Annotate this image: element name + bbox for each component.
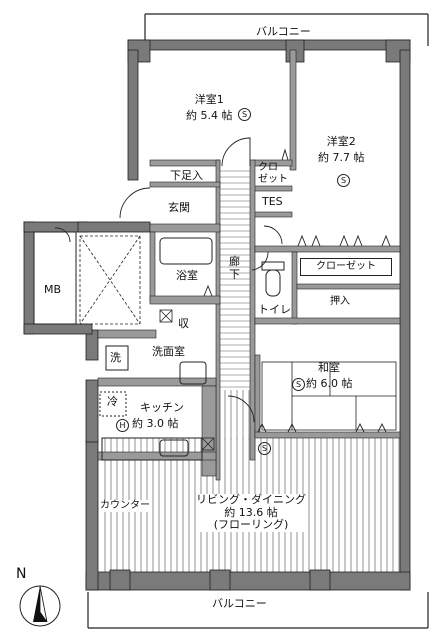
toilet-tank [261,261,285,271]
western2-label: 洋室2 約 7.7 帖 [318,135,365,164]
storage-mark-s: S [238,108,251,121]
range-x [201,437,215,451]
washitsu-name: 和室 [318,361,340,374]
doors [54,137,283,423]
h-mark: H [116,419,129,432]
western2-size: 約 7.7 帖 [318,150,365,164]
western1-size: 約 5.4 帖 [186,108,233,122]
closet-small-label: クロ ゼット [258,162,288,185]
tatami [261,361,397,431]
kitchen-sink [159,439,189,457]
outer-walls [23,39,411,591]
western1-label: 洋室1 約 5.4 帖 [186,93,233,122]
living-label: リビング・ダイニング 約 13.6 帖 (フローリング) [196,493,306,532]
void-shaft [79,235,141,325]
fridge-label: 冷 [107,395,118,408]
balcony-top-outline [144,13,429,46]
living-floor-pattern-upper [218,390,253,440]
bathtub [159,237,213,265]
inner-walls [97,49,401,481]
footrest-label: 下足入 [170,169,203,182]
washroom-label: 洗面室 [152,345,185,358]
western2-name: 洋室2 [326,135,356,148]
kitchen-name: キッチン [140,401,184,414]
washitsu-size: 約 6.0 帖 [306,377,353,390]
washbasin [179,361,207,385]
storage-mark-s: S [258,442,271,455]
oshiire-label: 押入 [320,294,360,310]
living-floor: (フローリング) [213,518,289,532]
storage-mark-s: S [337,174,350,187]
living-size: 約 13.6 帖 [224,505,278,519]
storage-label: 収 [178,317,189,330]
living-name: リビング・ダイニング [196,493,306,506]
entrance-label: 玄関 [168,201,190,214]
closet-small-line2: ゼット [258,173,288,185]
compass-icon [19,585,61,627]
balcony-bottom-label: バルコニー [212,597,267,610]
corridor-line2: 下 [229,267,240,281]
western1-name: 洋室1 [194,93,224,106]
tes-label: TES [262,195,283,208]
compass-north-label: N [16,566,27,582]
storage-x [159,309,173,323]
closet-big-label: クローゼット [300,258,392,276]
toilet-label: トイレ [258,303,291,316]
counter-label: カウンター [100,500,150,512]
fridge-box [99,391,127,417]
corridor-label: 廊 下 [229,255,240,281]
balcony-top-label: バルコニー [256,25,311,38]
toilet-bowl [265,269,281,297]
storage-mark-s: S [292,378,305,391]
bath-label: 浴室 [176,269,198,282]
mb-box [33,231,77,325]
mb-label: MB [44,283,62,296]
corridor-floor-pattern [218,170,250,390]
corridor-line1: 廊 [229,255,240,268]
washing-machine [105,345,129,371]
kitchen-size: 約 3.0 帖 [132,417,179,430]
balcony-bottom-outline [87,592,429,629]
closet-small-line1: クロ [258,162,278,173]
wash-label: 洗 [110,351,121,364]
